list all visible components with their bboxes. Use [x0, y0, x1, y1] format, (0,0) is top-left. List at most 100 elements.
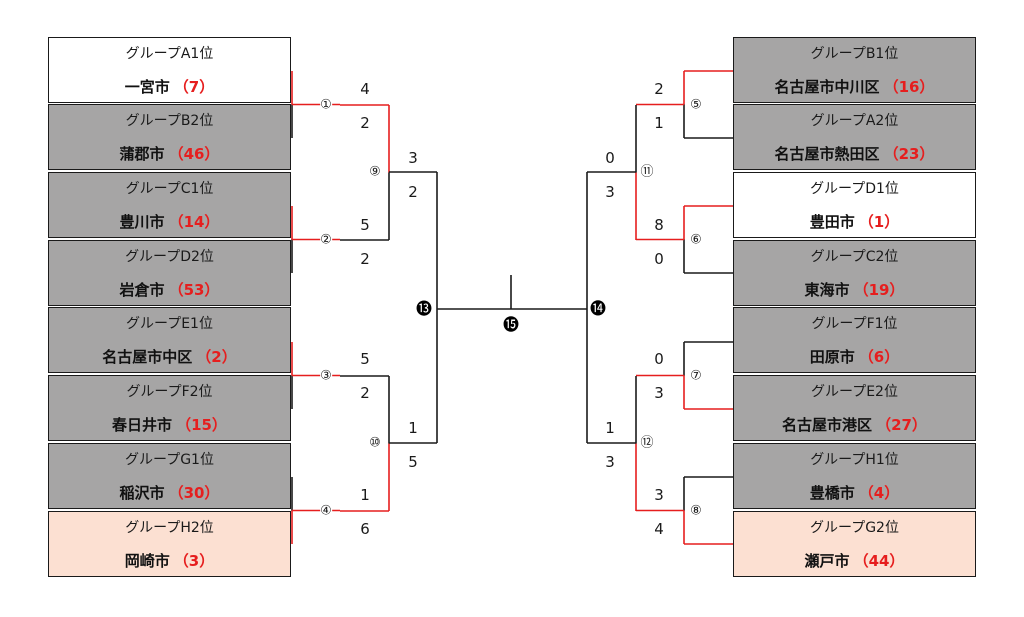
- city-name: 名古屋市港区: [782, 416, 873, 434]
- score-m11-bottom: 3: [605, 183, 615, 201]
- match-number-2: ②: [320, 232, 332, 248]
- seed-rank: （44）: [853, 552, 905, 570]
- team-name: 田原市（6）: [734, 346, 975, 367]
- score-m8-bottom: 4: [654, 520, 664, 538]
- group-label: グループC1位: [125, 181, 214, 197]
- match-number-11: ⑪: [640, 164, 654, 180]
- match-number-10: ⑩: [369, 435, 381, 451]
- match-number-6: ⑥: [690, 232, 702, 248]
- team-name: 蒲郡市（46）: [49, 143, 290, 164]
- team-box-left-4: グループD2位 岩倉市（53）: [48, 240, 291, 306]
- score-m5-top: 2: [654, 80, 664, 98]
- city-name: 豊橋市: [809, 484, 855, 502]
- group-label: グループH1位: [810, 452, 899, 468]
- team-box-right-8: グループG2位 瀬戸市（44）: [733, 511, 976, 577]
- score-m4-bottom: 6: [360, 520, 370, 538]
- match-number-8: ⑧: [690, 503, 702, 519]
- city-name: 一宮市: [124, 78, 170, 96]
- score-m2-bottom: 2: [360, 250, 370, 268]
- seed-rank: （16）: [883, 78, 935, 96]
- team-box-right-7: グループH1位 豊橋市（4）: [733, 443, 976, 509]
- match-number-4: ④: [320, 503, 332, 519]
- team-box-left-8: グループH2位 岡崎市（3）: [48, 511, 291, 577]
- score-m5-bottom: 1: [654, 114, 664, 132]
- city-name: 豊田市: [809, 213, 855, 231]
- group-label: グループG1位: [125, 452, 214, 468]
- team-box-right-4: グループC2位 東海市（19）: [733, 240, 976, 306]
- team-name: 稲沢市（30）: [49, 482, 290, 503]
- city-name: 東海市: [804, 281, 850, 299]
- group-label: グループB1位: [810, 46, 899, 62]
- seed-rank: （15）: [176, 416, 227, 434]
- seed-rank: （53）: [168, 281, 220, 299]
- group-label: グループE2位: [811, 384, 898, 400]
- team-name: 春日井市（15）: [49, 414, 290, 435]
- score-m2-top: 5: [360, 216, 370, 234]
- match-number-9: ⑨: [369, 164, 381, 180]
- group-label: グループC2位: [810, 249, 899, 265]
- team-name: 名古屋市中区（2）: [49, 346, 290, 367]
- team-name: 名古屋市港区（27）: [734, 414, 975, 435]
- group-label: グループF1位: [811, 316, 898, 332]
- team-box-left-5: グループE1位 名古屋市中区（2）: [48, 307, 291, 373]
- team-name: 岩倉市（53）: [49, 279, 290, 300]
- team-box-right-2: グループA2位 名古屋市熱田区（23）: [733, 104, 976, 170]
- city-name: 岡崎市: [124, 552, 170, 570]
- score-m7-top: 0: [654, 350, 664, 368]
- team-name: 豊田市（1）: [734, 211, 975, 232]
- seed-rank: （27）: [876, 416, 927, 434]
- score-m9-top: 3: [408, 149, 418, 167]
- city-name: 瀬戸市: [804, 552, 850, 570]
- seed-rank: （1）: [858, 213, 900, 231]
- group-label: グループH2位: [125, 520, 214, 536]
- group-label: グループA1位: [125, 46, 214, 62]
- score-m8-top: 3: [654, 486, 664, 504]
- score-m3-top: 5: [360, 350, 370, 368]
- score-m7-bottom: 3: [654, 384, 664, 402]
- team-box-left-1: グループA1位 一宮市（7）: [48, 37, 291, 103]
- team-box-right-5: グループF1位 田原市（6）: [733, 307, 976, 373]
- match-number-12: ⑫: [640, 435, 654, 451]
- match-number-15: ⓯: [502, 315, 520, 334]
- team-name: 瀬戸市（44）: [734, 550, 975, 571]
- score-m1-top: 4: [360, 80, 370, 98]
- match-number-1: ①: [320, 97, 332, 113]
- score-m4-top: 1: [360, 486, 370, 504]
- match-number-7: ⑦: [690, 368, 702, 384]
- seed-rank: （23）: [883, 145, 935, 163]
- score-m11-top: 0: [605, 149, 615, 167]
- team-name: 岡崎市（3）: [49, 550, 290, 571]
- team-name: 一宮市（7）: [49, 76, 290, 97]
- team-box-left-6: グループF2位 春日井市（15）: [48, 375, 291, 441]
- team-name: 東海市（19）: [734, 279, 975, 300]
- score-m10-top: 1: [408, 419, 418, 437]
- city-name: 蒲郡市: [119, 145, 165, 163]
- group-label: グループE1位: [126, 316, 213, 332]
- seed-rank: （4）: [858, 484, 900, 502]
- score-m12-top: 1: [605, 419, 615, 437]
- team-box-left-7: グループG1位 稲沢市（30）: [48, 443, 291, 509]
- seed-rank: （7）: [173, 78, 215, 96]
- seed-rank: （3）: [173, 552, 215, 570]
- seed-rank: （14）: [168, 213, 220, 231]
- group-label: グループB2位: [125, 113, 214, 129]
- score-m6-bottom: 0: [654, 250, 664, 268]
- match-number-3: ③: [320, 368, 332, 384]
- team-box-right-3: グループD1位 豊田市（1）: [733, 172, 976, 238]
- score-m10-bottom: 5: [408, 453, 418, 471]
- city-name: 春日井市: [112, 416, 173, 434]
- team-name: 豊橋市（4）: [734, 482, 975, 503]
- team-box-right-6: グループE2位 名古屋市港区（27）: [733, 375, 976, 441]
- team-box-left-2: グループB2位 蒲郡市（46）: [48, 104, 291, 170]
- team-name: 豊川市（14）: [49, 211, 290, 232]
- city-name: 名古屋市熱田区: [774, 145, 880, 163]
- seed-rank: （2）: [196, 348, 237, 366]
- match-number-5: ⑤: [690, 97, 702, 113]
- city-name: 田原市: [809, 348, 855, 366]
- city-name: 名古屋市中川区: [774, 78, 880, 96]
- city-name: 名古屋市中区: [102, 348, 193, 366]
- group-label: グループF2位: [126, 384, 213, 400]
- team-box-right-1: グループB1位 名古屋市中川区（16）: [733, 37, 976, 103]
- match-number-14: ⓮: [589, 299, 607, 318]
